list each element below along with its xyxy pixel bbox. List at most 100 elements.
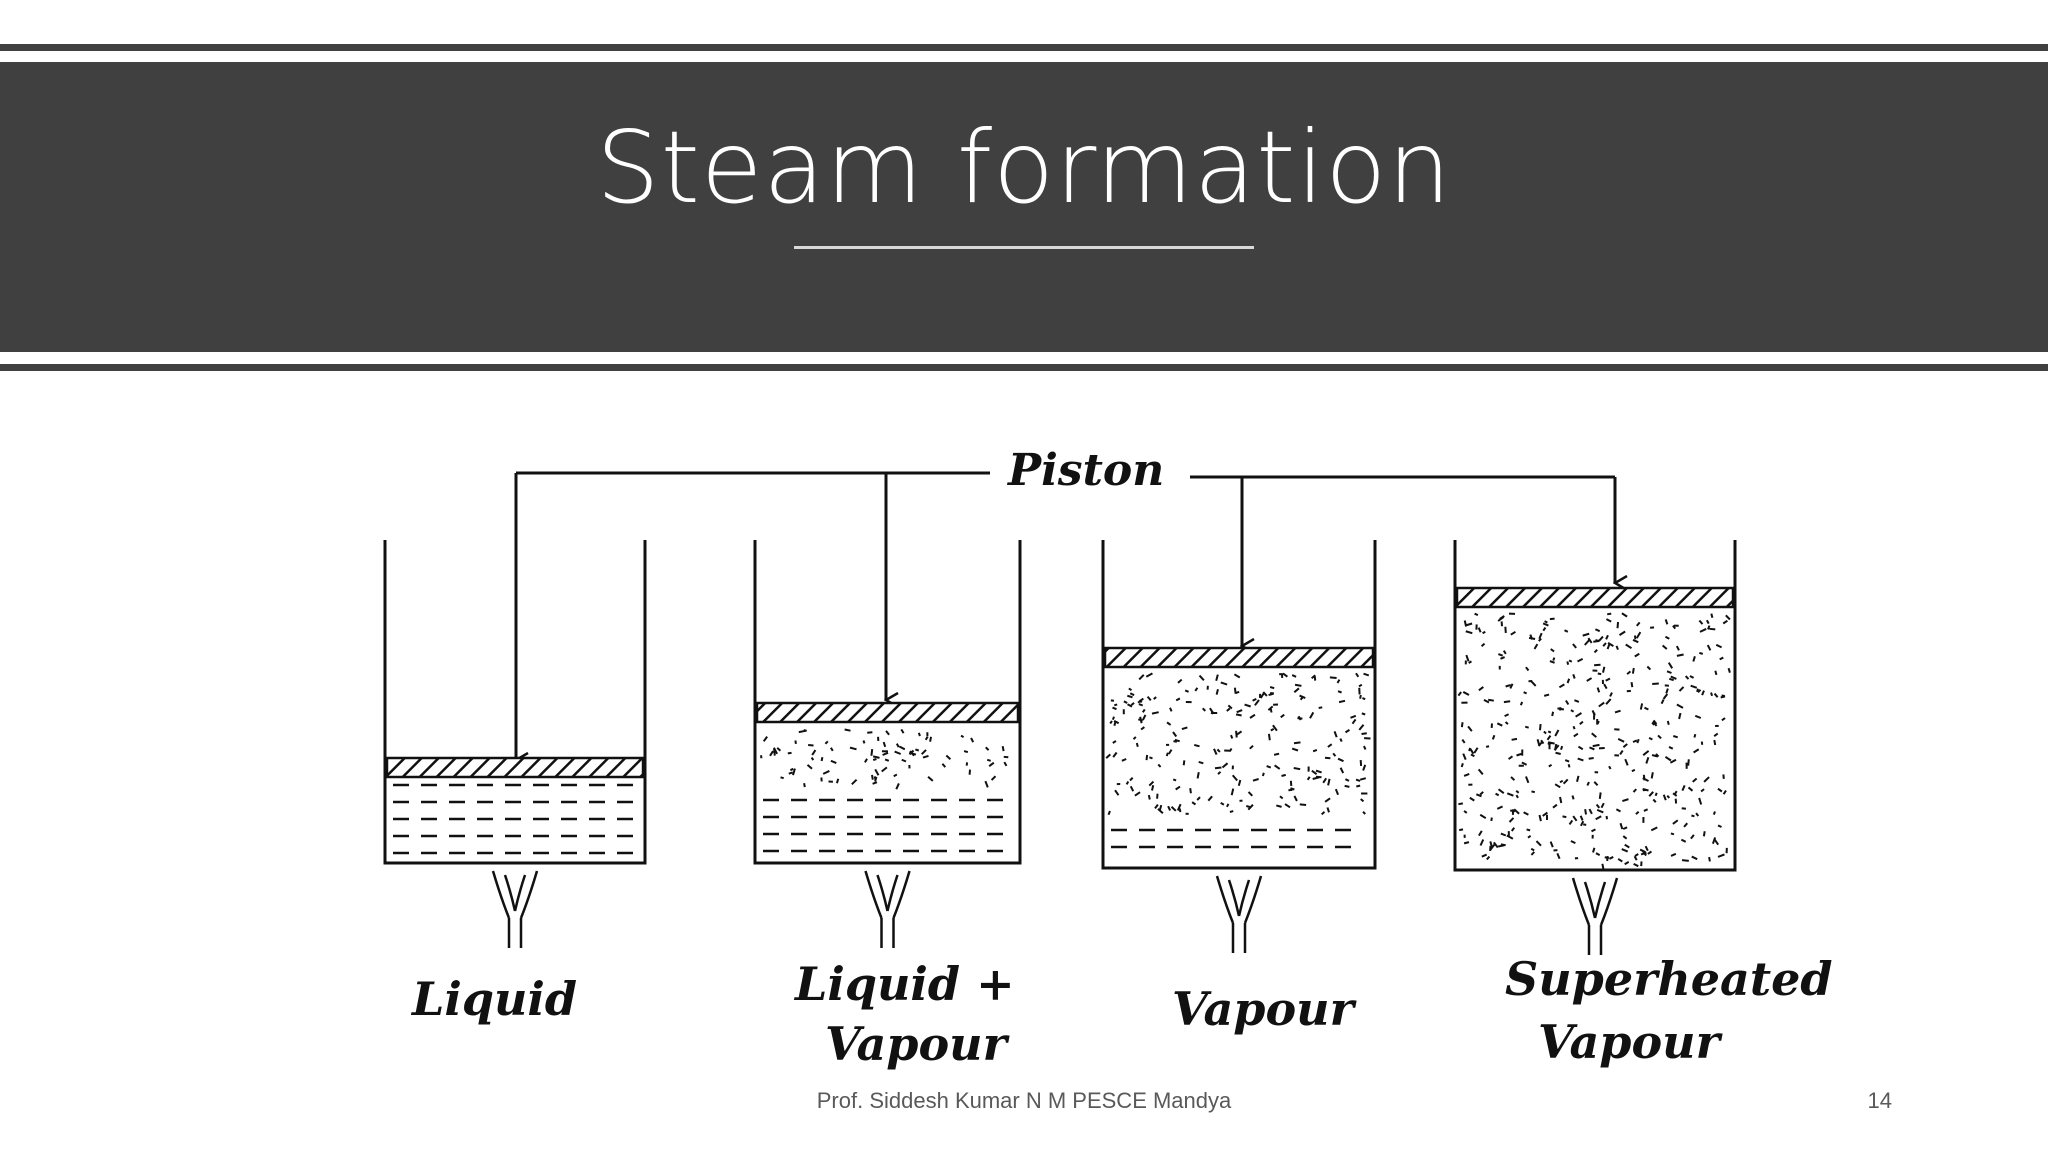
cylinder-1	[383, 540, 647, 865]
vapour-speck	[1681, 785, 1686, 791]
vapour-speck	[1254, 699, 1260, 706]
vapour-speck	[780, 776, 784, 780]
vapour-speck	[1463, 773, 1470, 777]
vapour-speck	[1311, 674, 1316, 680]
vapour-speck	[885, 730, 890, 736]
vapour-speck	[1668, 677, 1675, 682]
stage-label-vapour: Vapour	[1172, 982, 1358, 1036]
page-number: 14	[1867, 1088, 1892, 1113]
vapour-speck	[1235, 730, 1238, 738]
vapour-speck	[1270, 728, 1275, 732]
burner-1	[507, 918, 523, 948]
vapour-speck	[1586, 677, 1593, 682]
vapour-speck	[835, 778, 840, 784]
vapour-speck	[1508, 817, 1515, 823]
vapour-speck	[1621, 612, 1628, 618]
vapour-speck	[1586, 781, 1590, 786]
vapour-speck	[1127, 703, 1133, 708]
vapour-speck	[1536, 739, 1541, 747]
vapour-speck	[920, 749, 927, 755]
vapour-speck	[1605, 698, 1612, 705]
vapour-speck	[762, 736, 768, 742]
vapour-speck	[1662, 693, 1669, 700]
vapour-speck	[1650, 826, 1658, 832]
vapour-speck	[1233, 673, 1241, 679]
vapour-speck	[1184, 689, 1189, 693]
vapour-speck	[1693, 748, 1700, 754]
vapour-speck	[1595, 639, 1600, 643]
vapour-speck	[1542, 811, 1548, 817]
vapour-speck	[1650, 772, 1654, 779]
vapour-speck	[1640, 851, 1647, 856]
vapour-speck	[1592, 847, 1596, 853]
flame-2	[864, 870, 911, 919]
vapour-speck	[1669, 758, 1677, 764]
vapour-speck	[1632, 639, 1639, 644]
vapour-speck	[1344, 729, 1350, 734]
vapour-speck	[1642, 787, 1649, 792]
vapour-speck	[1175, 697, 1181, 702]
piston-1	[385, 756, 645, 779]
vapour-speck	[1625, 643, 1633, 650]
vapour-speck	[1509, 683, 1514, 689]
vapour-speck	[1670, 832, 1675, 836]
vapour-speck	[1713, 732, 1719, 737]
vapour-speck	[1139, 716, 1143, 724]
vapour-speck	[1477, 627, 1482, 633]
vapour-speck	[1596, 808, 1604, 814]
vapour-speck	[1153, 696, 1157, 700]
vapour-speck	[1499, 615, 1505, 620]
vapour-speck	[870, 749, 874, 756]
top-rule	[0, 44, 2048, 51]
vapour-speck	[1521, 761, 1528, 766]
vapour-speck	[1267, 705, 1274, 711]
vapour-speck	[1574, 699, 1580, 703]
vapour-speck	[1220, 801, 1225, 806]
steam-formation-diagram: Piston Liquid Liquid + Vapour Vapour Sup…	[383, 445, 1833, 1071]
vapour-speck	[1717, 824, 1722, 828]
vapour-speck	[872, 755, 880, 759]
vapour-speck	[1538, 632, 1543, 640]
vapour-speck	[1595, 852, 1601, 856]
vapour-speck	[1594, 628, 1601, 633]
vapour-speck	[1527, 835, 1532, 839]
vapour-speck	[1194, 687, 1199, 692]
vapour-speck	[1220, 681, 1228, 686]
vapour-speck	[1696, 688, 1699, 693]
vapour-speck	[1595, 815, 1602, 821]
vapour-speck	[1722, 790, 1727, 795]
vapour-speck	[1690, 834, 1695, 840]
vapour-speck	[927, 775, 934, 782]
vapour-speck	[1293, 767, 1301, 771]
vapour-speck	[1299, 696, 1304, 701]
stage-label-liquid: Liquid	[410, 972, 577, 1026]
vapour-speck	[1667, 662, 1674, 669]
vapour-speck	[1510, 827, 1516, 832]
vapour-speck	[1198, 760, 1204, 765]
heat-sources	[491, 870, 1619, 955]
vapour-speck	[1483, 699, 1490, 704]
vapour-speck	[1608, 765, 1612, 770]
vapour-speck	[915, 748, 920, 752]
vapour-speck	[1231, 774, 1238, 782]
stage-label-liquid-vapour-line1: Liquid +	[793, 957, 1015, 1011]
vapour-speck	[803, 729, 807, 732]
vapour-speck	[1236, 730, 1243, 736]
vapour-speck	[1356, 784, 1361, 788]
vapour-speck	[1469, 748, 1475, 755]
vapour-speck	[1299, 694, 1306, 700]
vapour-speck	[1713, 739, 1717, 746]
vapour-speck	[1151, 711, 1159, 715]
vapour-speck	[1221, 762, 1229, 769]
vapour-speck	[1630, 682, 1634, 688]
vapour-speck	[1485, 745, 1490, 748]
vapour-speck	[1130, 702, 1135, 706]
vapour-speck	[811, 749, 817, 756]
vapour-speck	[1504, 721, 1509, 725]
vapour-speck	[1128, 687, 1133, 692]
vapour-speck	[1216, 748, 1221, 753]
vapour-speck	[1564, 629, 1569, 633]
vapour-speck	[1001, 746, 1005, 752]
vapour-speck	[806, 764, 813, 770]
vapour-speck	[1598, 792, 1602, 800]
